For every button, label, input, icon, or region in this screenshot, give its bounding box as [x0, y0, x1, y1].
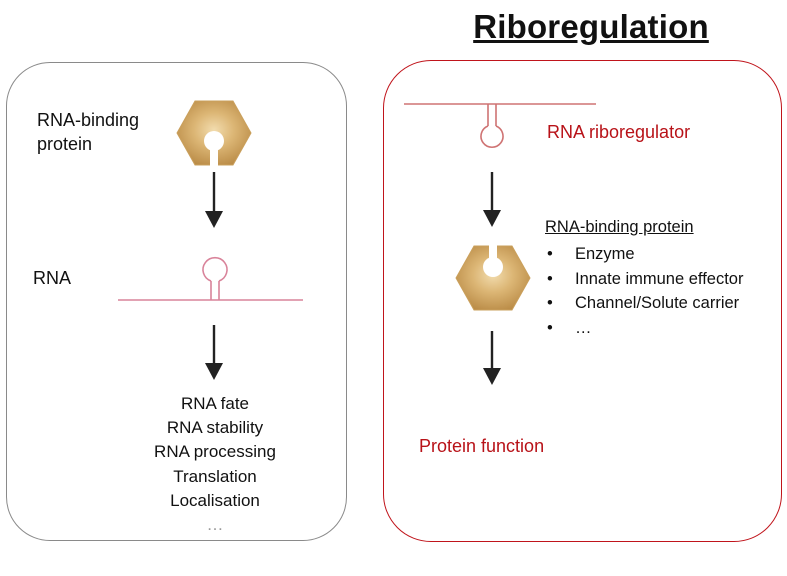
outcome-item: RNA stability: [166, 418, 264, 438]
rna-label: RNA: [33, 268, 72, 288]
protein-icon-right: [455, 244, 531, 311]
outcome-item: RNA processing: [154, 442, 276, 462]
list-item: • Innate immune effector: [547, 267, 743, 292]
bullet-marker: •: [547, 269, 553, 288]
outcome-list: RNA fate RNA stability RNA processing Tr…: [120, 392, 310, 537]
list-item: • Enzyme: [547, 242, 743, 267]
left-panel: [6, 62, 347, 541]
right-panel: [383, 60, 782, 542]
riboregulator-label: RNA riboregulator: [547, 122, 691, 142]
rna-riboregulator-icon: [404, 103, 596, 148]
list-item: • Channel/Solute carrier: [547, 291, 743, 316]
bullet-marker: •: [547, 245, 553, 263]
rna-stem-loop-left: [118, 256, 303, 301]
diagram-title: Riboregulation: [473, 8, 709, 45]
outcome-item: RNA fate: [180, 394, 250, 413]
list-item-text: Innate immune effector: [575, 269, 744, 288]
list-item-text: Channel/Solute carrier: [575, 294, 740, 312]
protein-label-line2: protein: [37, 134, 93, 154]
protein-label-line1: RNA-binding: [37, 110, 140, 130]
rbp-examples-list: • Enzyme • Innate immune effector • Chan…: [547, 242, 743, 340]
list-item: • …: [547, 316, 743, 341]
outcome-item: Localisation: [170, 490, 260, 510]
bullet-marker: •: [547, 318, 553, 337]
protein-icon-left: [176, 100, 252, 166]
outcome-item: Translation: [173, 466, 257, 486]
arrow-rna-to-outcomes: [205, 325, 223, 380]
outcome-ellipsis: …: [206, 515, 224, 535]
arrow-protein-to-function: [483, 331, 501, 385]
protein-label: RNA-binding protein: [37, 108, 139, 156]
arrow-protein-to-rna: [205, 172, 223, 228]
list-item-text: Enzyme: [575, 245, 635, 263]
rbp-heading: RNA-binding protein: [545, 218, 694, 236]
bullet-marker: •: [547, 294, 553, 312]
protein-function-label: Protein function: [419, 436, 545, 456]
list-item-text: …: [575, 318, 592, 337]
arrow-riboregulator-to-protein: [483, 172, 501, 227]
